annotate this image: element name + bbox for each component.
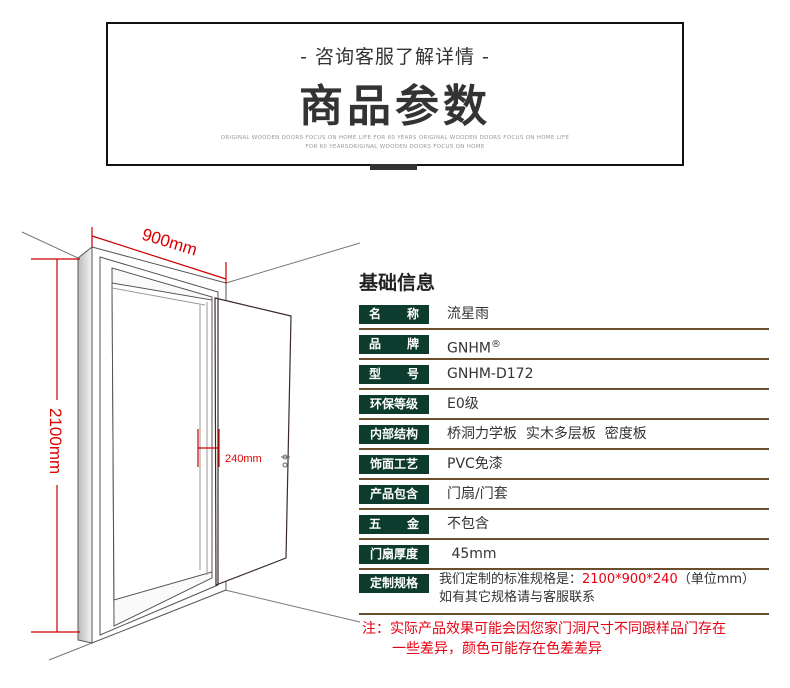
- info-title: 基础信息: [359, 272, 436, 294]
- row-value: GNHM®: [447, 335, 501, 359]
- info-row-model: 型号 GNHM-D172: [359, 360, 769, 390]
- page-title: 商品参数: [299, 81, 491, 132]
- row-label: 产品包含: [359, 485, 429, 504]
- door-handle-icon: [281, 454, 290, 468]
- label-char: 号: [406, 367, 419, 381]
- row-value: 门扇/门套: [447, 486, 508, 502]
- label-char: 品: [369, 337, 382, 351]
- door-diagram: 900mm 2100mm 240mm: [21, 225, 360, 661]
- row-label: 环保等级: [359, 395, 429, 414]
- disclaimer-note: 注：实际产品效果可能会因您家门洞尺寸不同跟样品门存在 一些差异，颜色可能存在色差…: [362, 619, 726, 659]
- label-char: 金: [406, 517, 419, 531]
- door-frame: [77, 245, 227, 644]
- row-label: 五金: [359, 515, 429, 534]
- header-decor-bar: [370, 164, 417, 170]
- info-row-structure: 内部结构 桥洞力学板 实木多层板 密度板: [359, 420, 769, 450]
- header-box: - 咨询客服了解详情 - 商品参数 ORIGINAL WOODEN DOORS …: [106, 22, 684, 166]
- info-row-custom-spec: 定制规格 我们定制的标准规格是：2100*900*240（单位mm） 如有其它规…: [359, 571, 769, 615]
- label-char: 牌: [406, 337, 419, 351]
- row-value: 我们定制的标准规格是：2100*900*240（单位mm） 如有其它规格请与客服…: [439, 571, 755, 607]
- row-value: E0级: [447, 396, 479, 412]
- registered-mark: ®: [490, 339, 501, 350]
- row-label: 饰面工艺: [359, 455, 429, 474]
- note-line-1: 注：实际产品效果可能会因您家门洞尺寸不同跟样品门存在: [362, 621, 726, 637]
- brand-name: GNHM: [447, 340, 491, 357]
- row-label: 定制规格: [359, 574, 429, 593]
- row-label: 名称: [359, 305, 429, 324]
- door-leaf: [214, 297, 292, 586]
- label-char: 称: [406, 307, 419, 321]
- wall-lines: [21, 231, 360, 661]
- row-value: GNHM-D172: [447, 366, 534, 382]
- spec-size: 2100*900*240: [582, 572, 678, 587]
- header-subtitle: - 咨询客服了解详情 -: [300, 46, 490, 68]
- spec-unit: （单位mm）: [677, 572, 756, 587]
- row-value: 45mm: [447, 546, 497, 562]
- header-english-text: ORIGINAL WOODEN DOORS FOCUS ON HOME LIFE…: [108, 134, 682, 152]
- row-value: 不包含: [447, 516, 489, 532]
- info-row-brand: 品牌 GNHM®: [359, 330, 769, 360]
- row-label: 品牌: [359, 335, 429, 354]
- info-row-finish: 饰面工艺 PVC免漆: [359, 450, 769, 480]
- dimension-lines: [31, 227, 227, 633]
- row-value: PVC免漆: [447, 456, 503, 472]
- spec-prefix: 我们定制的标准规格是：: [439, 572, 583, 587]
- spec-contact: 如有其它规格请与客服联系: [439, 590, 596, 605]
- info-row-name: 名称 流星雨: [359, 300, 769, 330]
- english-line-1: ORIGINAL WOODEN DOORS FOCUS ON HOME LIFE…: [220, 135, 570, 141]
- row-value: 流星雨: [447, 306, 489, 322]
- english-line-2: FOR 60 YEARSORIGINAL WOODEN DOORS FOCUS …: [305, 144, 485, 150]
- depth-dimension-label: 240mm: [225, 453, 262, 465]
- info-row-eco-grade: 环保等级 E0级: [359, 390, 769, 420]
- label-char: 名: [369, 307, 382, 321]
- row-label: 型号: [359, 365, 429, 384]
- label-char: 型: [369, 367, 382, 381]
- row-label: 门扇厚度: [359, 545, 429, 564]
- row-label: 内部结构: [359, 425, 429, 444]
- info-row-thickness: 门扇厚度 45mm: [359, 540, 769, 570]
- info-row-includes: 产品包含 门扇/门套: [359, 480, 769, 510]
- note-line-2: 一些差异，颜色可能存在色差差异: [392, 641, 602, 657]
- info-row-hardware: 五金 不包含: [359, 510, 769, 540]
- label-char: 五: [369, 517, 382, 531]
- height-dimension-label: 2100mm: [46, 408, 65, 474]
- row-value: 桥洞力学板 实木多层板 密度板: [447, 426, 647, 442]
